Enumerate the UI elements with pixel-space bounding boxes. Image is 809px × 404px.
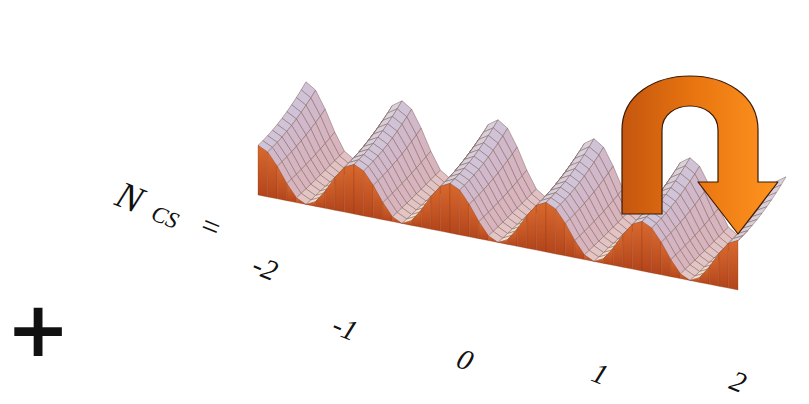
surface-front-face [383, 203, 393, 222]
winding-number: 1 [588, 358, 612, 390]
winding-number: 2 [726, 366, 750, 398]
surface-front-face [536, 202, 546, 252]
surface-front-face [373, 185, 383, 219]
surface-front-face [258, 145, 268, 197]
surface-front-face [421, 197, 431, 229]
surface-front-face [556, 209, 566, 256]
tunneling-arrow [622, 76, 778, 234]
surface-front-face [642, 221, 652, 273]
surface-front-face [277, 166, 287, 200]
surface-front-face [527, 205, 537, 250]
winding-number: 0 [453, 344, 477, 376]
surface-front-face [632, 221, 642, 271]
surface-front-face [700, 267, 710, 284]
symbol-subscript: CS [148, 201, 182, 232]
winding-number: -2 [248, 250, 281, 286]
surface-front-face [296, 198, 306, 205]
surface-front-face [546, 202, 556, 254]
surface-front-face [354, 164, 364, 216]
equals-sign: = [195, 207, 227, 245]
surface-front-face [479, 222, 489, 241]
surface-front-face [344, 164, 354, 214]
surface-front-face [728, 240, 738, 290]
surface-front-face [364, 171, 374, 218]
surface-front-face [287, 184, 297, 203]
surface-front-face [268, 152, 278, 199]
surface-front-face [498, 240, 508, 245]
surface-front-face [680, 274, 690, 281]
surface-front-face [623, 224, 633, 269]
surface-front-face [402, 221, 412, 226]
surface-front-face [594, 259, 604, 264]
winding-number: -1 [328, 310, 361, 346]
surface-front-face [392, 217, 402, 224]
surface-front-face [306, 202, 316, 207]
surface-front-face [335, 167, 345, 212]
surface-front-face [508, 229, 518, 246]
surface-front-face [661, 242, 671, 276]
surface-front-face [671, 260, 681, 279]
surface-front-face [316, 191, 326, 208]
surface-front-face [584, 255, 594, 262]
surface-front-face [460, 190, 470, 237]
surface-front-face [690, 278, 700, 283]
surface-front-face [431, 186, 441, 231]
surface-front-face [565, 223, 575, 257]
surface-front-face [613, 235, 623, 267]
surface-front-face [517, 216, 527, 248]
surface-front-face [412, 210, 422, 227]
surface-front-face [469, 204, 479, 238]
surface-front-face [709, 254, 719, 286]
symbol-letter: N [111, 175, 149, 220]
surface-front-face [719, 243, 729, 288]
surface-front-face [440, 183, 450, 233]
surface-front-face [488, 236, 498, 243]
plus-sign: + [6, 292, 70, 368]
surface-front-face [604, 248, 614, 265]
surface-front-face [325, 178, 335, 210]
surface-front-face [575, 241, 585, 260]
surface-front-face [450, 183, 460, 235]
surface-front-face [652, 228, 662, 275]
